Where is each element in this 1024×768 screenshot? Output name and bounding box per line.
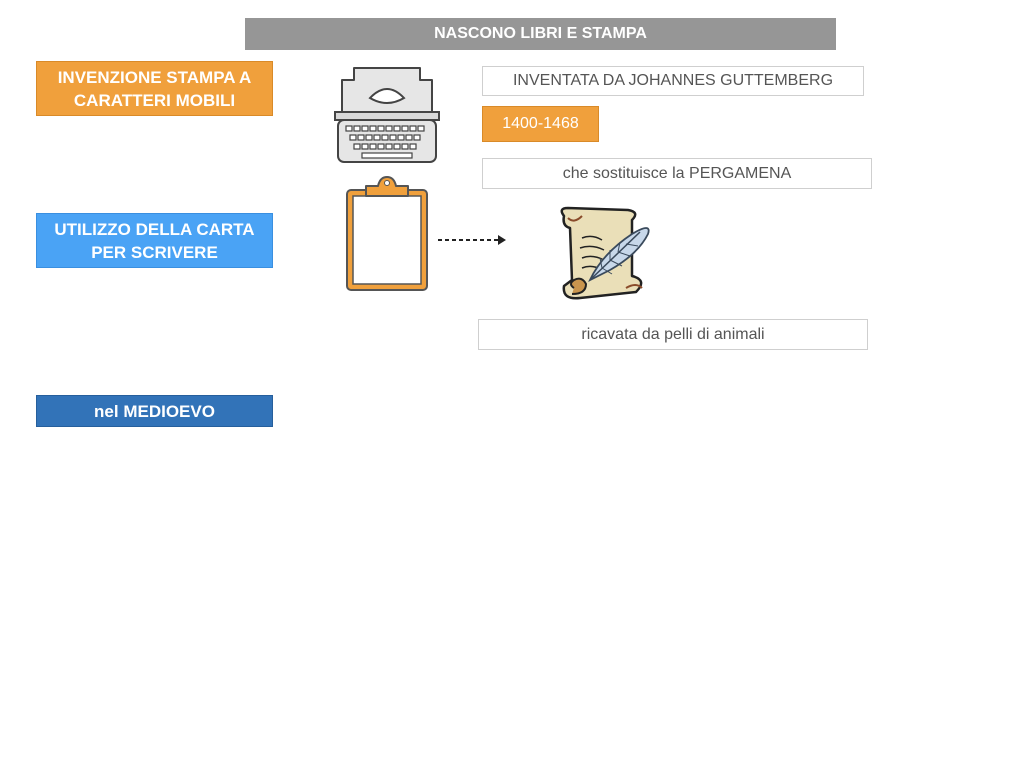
scroll-quill-icon — [560, 206, 650, 300]
clipboard-icon — [346, 176, 428, 291]
dashed-arrow-icon — [438, 235, 506, 245]
pelli-box: ricavata da pelli di animali — [478, 319, 868, 350]
date-badge: 1400-1468 — [482, 106, 599, 142]
pergamena-box: che sostituisce la PERGAMENA — [482, 158, 872, 189]
utilizzo-carta-box: UTILIZZO DELLA CARTA PER SCRIVERE — [36, 213, 273, 268]
page-title: NASCONO LIBRI E STAMPA — [245, 18, 836, 50]
inventata-box: INVENTATA DA JOHANNES GUTTEMBERG — [482, 66, 864, 96]
invenzione-stampa-box: INVENZIONE STAMPA A CARATTERI MOBILI — [36, 61, 273, 116]
medioevo-box: nel MEDIOEVO — [36, 395, 273, 427]
typewriter-icon — [334, 67, 440, 163]
